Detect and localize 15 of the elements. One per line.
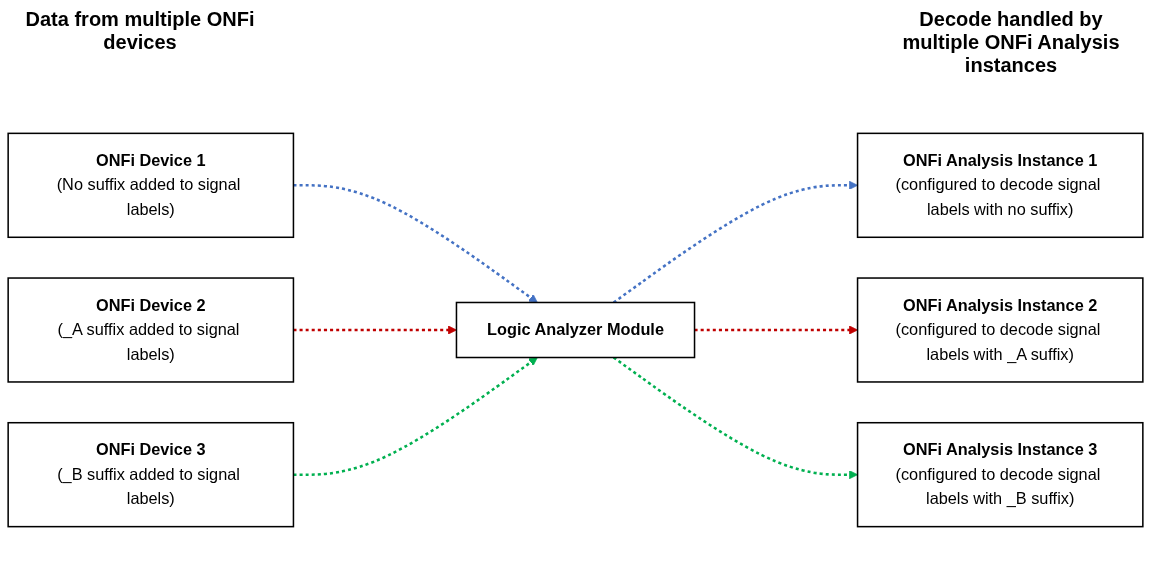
column-heading: Data from multiple ONFi devices bbox=[24, 8, 256, 54]
arrow bbox=[293, 325, 457, 335]
arrow bbox=[293, 357, 538, 476]
arrow bbox=[694, 325, 858, 335]
node-box: ONFi Analysis Instance 2 (configured to decode signal labels with _A suffix) bbox=[856, 277, 1144, 383]
arrow bbox=[293, 184, 538, 303]
node-box: Logic Analyzer Module bbox=[455, 301, 696, 359]
node-box: ONFi Analysis Instance 3 (configured to decode signal labels with _B suffix) bbox=[856, 421, 1144, 528]
node-box: ONFi Device 1 (No suffix added to signal labels) bbox=[7, 132, 295, 239]
arrow bbox=[612, 180, 858, 304]
node-box: ONFi Device 3 (_B suffix added to signal labels) bbox=[7, 421, 295, 528]
arrow bbox=[612, 356, 858, 480]
node-box: ONFi Analysis Instance 1 (configured to decode signal labels with no suffix) bbox=[856, 132, 1144, 239]
node-box: ONFi Device 2 (_A suffix added to signal labels) bbox=[7, 277, 295, 383]
column-heading: Decode handled by multiple ONFi Analysis instances bbox=[901, 8, 1121, 77]
